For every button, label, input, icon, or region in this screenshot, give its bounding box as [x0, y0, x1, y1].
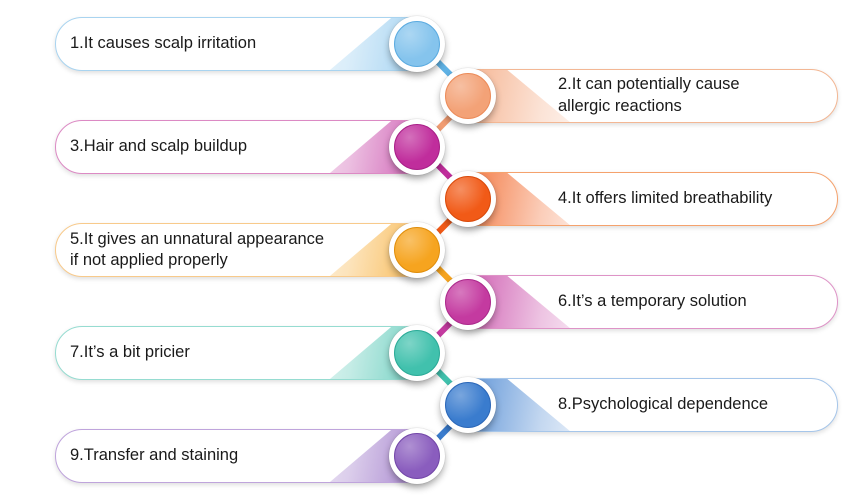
item-circle	[440, 170, 496, 227]
item-circle	[389, 428, 445, 484]
gradient-wedge	[325, 224, 440, 276]
pill-label-container: 1.It causes scalp irritation	[55, 17, 441, 71]
item-circle	[389, 119, 445, 175]
connector-line	[419, 194, 476, 251]
item-label: 4.It offers limited breathability	[558, 188, 773, 207]
item-label: 6.It’s a temporary solution	[558, 291, 747, 310]
gradient-wedge	[325, 18, 440, 70]
item-circle	[440, 67, 496, 124]
circle-dot	[394, 124, 440, 170]
item-circle	[389, 325, 445, 381]
gradient-wedge	[445, 378, 574, 431]
connector-line	[419, 400, 476, 457]
pill-label-container: 6.It’s a temporary solution	[444, 274, 838, 329]
circle-dot	[394, 433, 440, 479]
connector-line	[415, 142, 472, 199]
pill-label-container: 8.Psychological dependence	[444, 377, 838, 432]
item-label: 5.It gives an unnatural appearance if no…	[70, 229, 325, 269]
circle-dot	[445, 381, 491, 428]
gradient-wedge	[445, 275, 574, 328]
pill-label-container: 3.Hair and scalp buildup	[55, 120, 441, 174]
circle-dot	[394, 330, 440, 376]
item-label: 8.Psychological dependence	[558, 394, 769, 413]
pill-label-container: 9.Transfer and staining	[55, 429, 441, 483]
item-label: 1.It causes scalp irritation	[70, 34, 257, 53]
item-circle	[389, 16, 445, 72]
gradient-wedge	[325, 327, 440, 379]
pill-label-container: 5.It gives an unnatural appearance if no…	[55, 223, 441, 277]
circle-dot	[445, 175, 491, 222]
connector-line	[419, 91, 476, 148]
item-label: 9.Transfer and staining	[70, 446, 239, 465]
circle-dot	[394, 227, 440, 273]
circle-dot	[394, 21, 440, 67]
pill-label-container: 7.It’s a bit pricier	[55, 326, 441, 380]
gradient-wedge	[445, 172, 574, 225]
gradient-wedge	[325, 121, 440, 173]
item-circle	[440, 273, 496, 330]
item-label: 3.Hair and scalp buildup	[70, 137, 248, 156]
connector-line	[415, 39, 472, 96]
item-label: 7.It’s a bit pricier	[70, 343, 190, 362]
connector-line	[415, 348, 472, 405]
item-label: 2.It can potentially cause allergic reac…	[558, 75, 740, 115]
connector-line	[419, 297, 476, 354]
gradient-wedge	[325, 430, 440, 482]
item-circle	[389, 222, 445, 278]
pill-label-container: 2.It can potentially cause allergic reac…	[444, 68, 838, 123]
circle-dot	[445, 278, 491, 325]
item-circle	[440, 376, 496, 433]
pill-label-container: 4.It offers limited breathability	[444, 171, 838, 226]
gradient-wedge	[445, 69, 574, 122]
circle-dot	[445, 72, 491, 119]
connector-line	[415, 245, 472, 302]
